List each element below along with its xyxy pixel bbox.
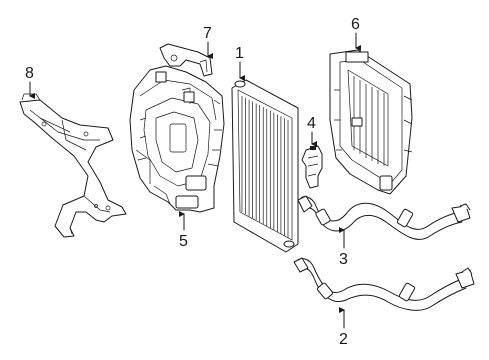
callout-2[interactable]: 2 [339,331,348,348]
callout-8[interactable]: 8 [25,65,34,82]
part-4-fitting[interactable] [301,145,323,189]
part-5-fan-shroud[interactable] [129,65,225,213]
callout-7[interactable]: 7 [203,25,212,42]
callout-labels: 1 2 3 4 5 6 7 8 [25,16,360,348]
callout-6[interactable]: 6 [351,16,360,33]
callout-leaders [29,32,361,329]
callout-3[interactable]: 3 [339,251,348,268]
part-6-aux-radiator[interactable] [329,49,413,195]
callout-4[interactable]: 4 [307,115,316,132]
callout-5[interactable]: 5 [179,233,188,250]
part-7-clip[interactable] [159,43,213,77]
part-3-upper-hose[interactable] [297,195,471,240]
aux-radiator-fins [353,76,385,166]
part-8-bracket[interactable] [19,93,127,238]
part-2-lower-hose[interactable] [293,257,475,311]
callout-1[interactable]: 1 [235,45,244,62]
part-1-radiator[interactable] [231,79,299,253]
radiator-fins [241,96,289,238]
